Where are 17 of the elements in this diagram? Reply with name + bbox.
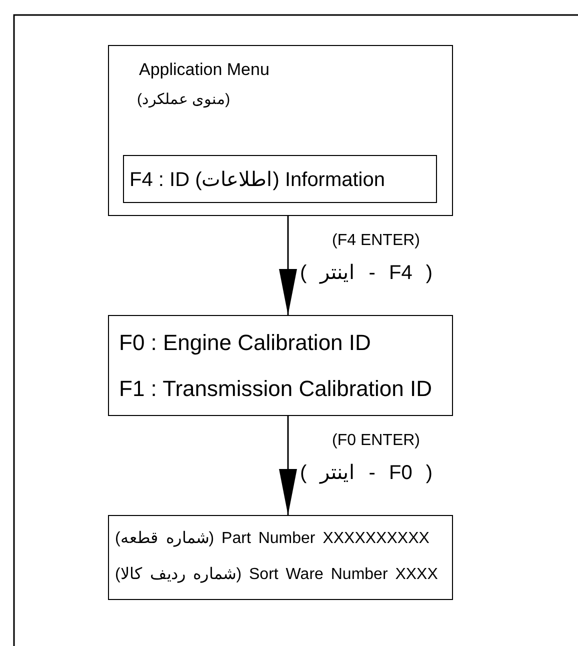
menu-item-text: F0 : Engine Calibration ID bbox=[119, 330, 371, 356]
menu-subtitle: (منوی عملکرد) bbox=[137, 90, 230, 108]
key-instruction: ( اینتر - F0 ) bbox=[300, 461, 433, 485]
key-instruction: ( اینتر - F4 ) bbox=[300, 261, 433, 285]
menu-item-text: F4 : ID (اطلاعات) Information bbox=[130, 168, 385, 192]
menu-screen-box bbox=[108, 515, 453, 600]
edge-label: (F0 ENTER) bbox=[332, 432, 420, 450]
edge-label: (F4 ENTER) bbox=[332, 232, 420, 250]
part-number-text: (شماره قطعه) Part Number XXXXXXXXXX bbox=[115, 529, 430, 548]
software-number-text: (شماره ردیف کالا) Sort Ware Number XXXX bbox=[115, 565, 438, 584]
menu-screen-box bbox=[108, 315, 453, 416]
menu-item-text: F1 : Transmission Calibration ID bbox=[119, 376, 432, 402]
arrow bbox=[279, 416, 297, 515]
menu-screen-box bbox=[108, 45, 453, 216]
arrow bbox=[279, 216, 297, 315]
menu-item-box bbox=[122, 154, 436, 202]
menu-title: Application Menu bbox=[139, 60, 270, 80]
